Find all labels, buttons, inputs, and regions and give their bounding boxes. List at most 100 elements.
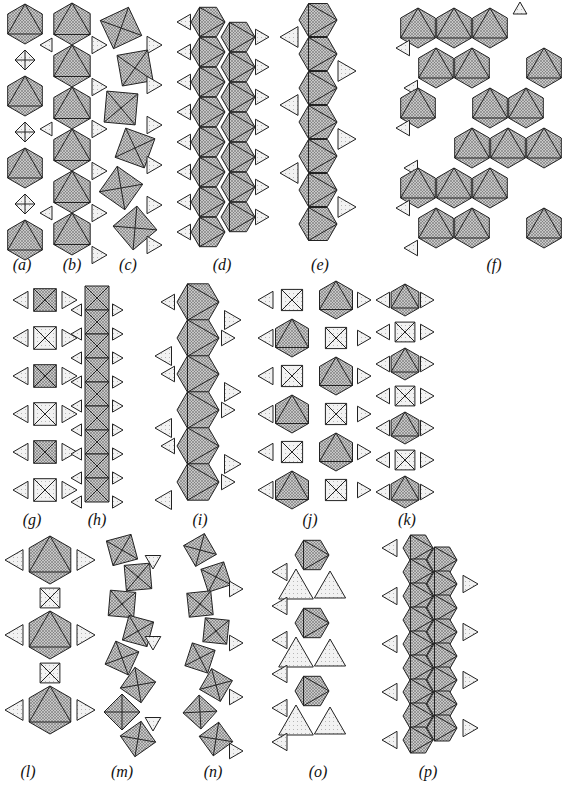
polyhedron — [435, 691, 458, 717]
polyhedron — [358, 330, 372, 346]
polyhedron — [527, 128, 562, 158]
polyhedron — [77, 700, 95, 721]
polyhedron — [5, 550, 23, 571]
polyhedron — [85, 310, 109, 334]
polyhedron — [54, 171, 90, 213]
polyhedron — [401, 88, 436, 118]
polyhedron — [40, 588, 60, 608]
polyhedron — [320, 281, 353, 319]
polyhedron — [184, 534, 217, 567]
polyhedron — [85, 430, 109, 454]
polyhedron — [419, 48, 454, 78]
polyhedron — [8, 220, 43, 250]
polyhedron — [395, 322, 415, 342]
polyhedron — [177, 164, 191, 180]
polyhedron — [230, 142, 256, 171]
polyhedron — [77, 550, 95, 571]
polyhedron — [177, 224, 191, 240]
polyhedron — [147, 236, 162, 253]
polyhedron — [276, 395, 309, 433]
polyhedron — [299, 38, 337, 71]
polyhedron — [200, 681, 233, 690]
polyhedron — [391, 476, 419, 508]
polyhedron — [325, 403, 346, 424]
polyhedron — [147, 36, 162, 53]
polyhedron — [435, 715, 458, 741]
polyhedron — [320, 433, 353, 462]
polyhedron — [85, 478, 109, 502]
polyhedron — [177, 356, 219, 392]
polyhedron — [276, 395, 309, 424]
polyhedron — [401, 168, 436, 198]
polyhedron — [34, 479, 57, 502]
polyhedron — [183, 711, 217, 713]
polyhedron — [281, 289, 302, 310]
polyhedron — [200, 127, 226, 156]
polyhedron — [325, 479, 346, 500]
polyhedron — [191, 37, 225, 66]
polyhedron — [29, 686, 71, 734]
polyhedron — [258, 405, 273, 422]
polyhedron — [256, 29, 270, 45]
polyhedron — [34, 327, 57, 350]
polyhedron — [34, 365, 57, 388]
polyhedron — [200, 217, 226, 246]
polyhedron — [177, 428, 219, 464]
polyhedron — [299, 140, 337, 173]
polyhedron — [191, 217, 225, 246]
polyhedron — [113, 534, 131, 565]
polyhedron — [13, 481, 28, 498]
polyhedron — [299, 208, 337, 241]
polyhedron — [191, 97, 225, 126]
polyhedron — [473, 88, 508, 128]
polyhedron — [201, 562, 231, 592]
polyhedron — [85, 310, 109, 334]
polyhedron — [222, 402, 236, 418]
polyhedron — [15, 50, 35, 70]
polyhedron — [299, 174, 337, 207]
polyhedron — [34, 327, 57, 350]
polyhedron — [104, 94, 138, 122]
polyhedron — [295, 540, 329, 569]
polyhedron — [455, 128, 490, 168]
polyhedron — [120, 682, 155, 688]
polyhedron — [147, 116, 162, 133]
polyhedron — [188, 392, 220, 428]
polyhedron — [191, 67, 225, 96]
polyhedron — [85, 286, 109, 310]
polyhedron — [40, 588, 60, 608]
polyhedron — [34, 289, 57, 312]
polyhedron — [221, 142, 255, 171]
figure-label: (m) — [111, 764, 133, 780]
polyhedron — [455, 208, 490, 238]
polyhedron — [40, 588, 60, 608]
polyhedron — [188, 464, 220, 500]
polyhedron — [34, 479, 57, 502]
polyhedron — [113, 496, 124, 508]
polyhedron — [188, 320, 220, 356]
polyhedron — [106, 534, 137, 565]
polyhedron — [71, 376, 82, 388]
polyhedron — [314, 707, 345, 734]
polyhedron — [71, 472, 82, 484]
polyhedron — [256, 89, 270, 105]
polyhedron — [455, 128, 490, 158]
polyhedron — [391, 348, 419, 380]
polyhedron — [177, 392, 219, 428]
polyhedron — [258, 443, 273, 460]
polyhedron — [34, 365, 57, 388]
polyhedron — [272, 631, 287, 648]
polyhedron — [281, 365, 302, 386]
polyhedron — [376, 292, 390, 308]
polyhedron — [280, 95, 298, 116]
polyhedron — [309, 72, 338, 105]
polyhedron — [188, 428, 220, 464]
polyhedron — [54, 45, 90, 87]
polyhedron — [391, 476, 419, 500]
polyhedron — [92, 36, 107, 53]
polyhedron — [177, 74, 191, 90]
polyhedron — [54, 3, 90, 35]
polyhedron — [221, 52, 255, 81]
polyhedron — [13, 443, 28, 460]
